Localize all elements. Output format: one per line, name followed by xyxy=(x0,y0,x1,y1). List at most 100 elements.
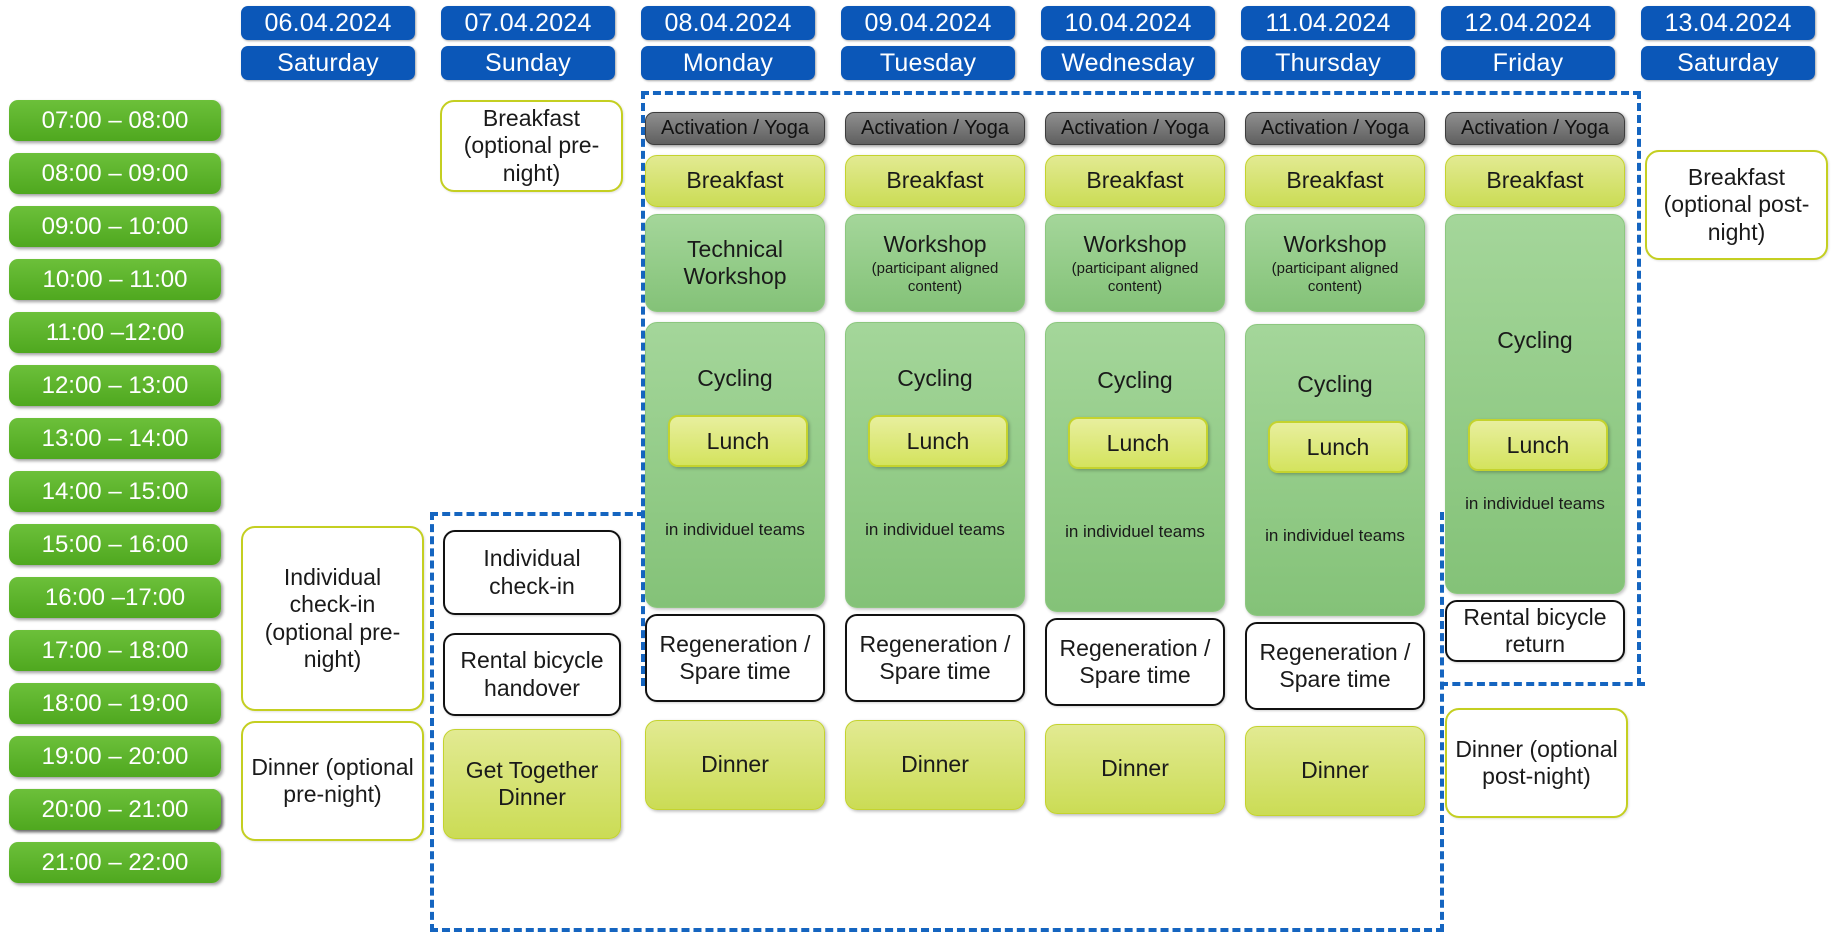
card-label: Activation / Yoga xyxy=(661,116,809,139)
card-label: Dinner (optional pre-night) xyxy=(251,753,414,807)
day-header-date-0[interactable]: 06.04.2024 xyxy=(241,6,415,40)
time-slot-0: 07:00 – 08:00 xyxy=(9,100,221,141)
time-slot-12: 19:00 – 20:00 xyxy=(9,736,221,777)
tuesday-cycling[interactable]: Cycling Lunch in individuel teams xyxy=(845,322,1025,608)
thursday-activation-yoga[interactable]: Activation / Yoga xyxy=(1245,112,1425,145)
day-header-weekday-1[interactable]: Sunday xyxy=(441,46,615,80)
time-slot-8: 15:00 – 16:00 xyxy=(9,524,221,565)
card-label: Activation / Yoga xyxy=(861,116,1009,139)
card-sublabel: (participant aligned content) xyxy=(1071,259,1199,295)
card-label: Activation / Yoga xyxy=(1461,116,1609,139)
wednesday-activation-yoga[interactable]: Activation / Yoga xyxy=(1045,112,1225,145)
cycling-label: Cycling xyxy=(697,365,773,391)
time-slot-1: 08:00 – 09:00 xyxy=(9,153,221,194)
card-label: Breakfast xyxy=(1486,167,1584,194)
time-slot-2: 09:00 – 10:00 xyxy=(9,206,221,247)
day-header-weekday-0[interactable]: Saturday xyxy=(241,46,415,80)
sunday-breakfast-optional[interactable]: Breakfast (optional pre-night) xyxy=(440,100,623,192)
tuesday-breakfast[interactable]: Breakfast xyxy=(845,155,1025,207)
card-label: Lunch xyxy=(1106,429,1170,456)
monday-activation-yoga[interactable]: Activation / Yoga xyxy=(645,112,825,145)
sunday-rental-bicycle-handover[interactable]: Rental bicycle handover xyxy=(443,633,621,716)
card-label: Breakfast xyxy=(1286,167,1384,194)
card-label: Lunch xyxy=(1506,431,1570,458)
card-label: Regeneration / Spare time xyxy=(1059,634,1211,688)
friday-lunch[interactable]: Lunch xyxy=(1468,419,1608,471)
friday-rental-bicycle-return[interactable]: Rental bicycle return xyxy=(1445,600,1625,662)
card-label: Individual check-in xyxy=(483,545,581,599)
thursday-dinner[interactable]: Dinner xyxy=(1245,726,1425,816)
day-header-weekday-7[interactable]: Saturday xyxy=(1641,46,1815,80)
thursday-lunch[interactable]: Lunch xyxy=(1268,421,1408,473)
card-label: Regeneration / Spare time xyxy=(859,630,1011,684)
cycling-label: Cycling xyxy=(1297,371,1373,397)
saturday-post-dinner-optional[interactable]: Dinner (optional post-night) xyxy=(1445,708,1628,818)
card-label: Dinner xyxy=(901,751,969,778)
tuesday-lunch[interactable]: Lunch xyxy=(868,415,1008,467)
monday-cycling[interactable]: Cycling Lunch in individuel teams xyxy=(645,322,825,608)
card-label: Breakfast (optional pre-night) xyxy=(463,105,600,186)
card-label: Breakfast xyxy=(886,167,984,194)
card-label: Workshop xyxy=(883,230,987,257)
day-header-weekday-6[interactable]: Friday xyxy=(1441,46,1615,80)
card-label: Breakfast xyxy=(686,167,784,194)
tuesday-regeneration[interactable]: Regeneration / Spare time xyxy=(845,614,1025,702)
day-header-date-1[interactable]: 07.04.2024 xyxy=(441,6,615,40)
cycling-note: in individuel teams xyxy=(1265,526,1405,545)
saturday-dinner-optional[interactable]: Dinner (optional pre-night) xyxy=(241,721,424,841)
saturday-individual-checkin-optional[interactable]: Individual check-in (optional pre-night) xyxy=(241,526,424,711)
card-label: Dinner xyxy=(1101,755,1169,782)
monday-lunch[interactable]: Lunch xyxy=(668,415,808,467)
wednesday-cycling[interactable]: Cycling Lunch in individuel teams xyxy=(1045,322,1225,612)
card-label: Dinner (optional post-night) xyxy=(1455,735,1618,789)
cycling-label: Cycling xyxy=(1497,327,1573,353)
day-header-date-7[interactable]: 13.04.2024 xyxy=(1641,6,1815,40)
time-slot-3: 10:00 – 11:00 xyxy=(9,259,221,300)
cycling-note: in individuel teams xyxy=(865,520,1005,539)
card-label: Dinner xyxy=(701,751,769,778)
monday-technical-workshop[interactable]: Technical Workshop xyxy=(645,214,825,312)
sunday-get-together-dinner[interactable]: Get Together Dinner xyxy=(443,729,621,839)
day-header-weekday-5[interactable]: Thursday xyxy=(1241,46,1415,80)
day-header-date-6[interactable]: 12.04.2024 xyxy=(1441,6,1615,40)
day-header-date-2[interactable]: 08.04.2024 xyxy=(641,6,815,40)
thursday-breakfast[interactable]: Breakfast xyxy=(1245,155,1425,207)
friday-breakfast[interactable]: Breakfast xyxy=(1445,155,1625,207)
card-label: Breakfast (optional post-night) xyxy=(1663,164,1810,245)
wednesday-regeneration[interactable]: Regeneration / Spare time xyxy=(1045,618,1225,706)
time-slot-13b: 20:00 – 21:00 xyxy=(9,789,221,830)
day-header-date-3[interactable]: 09.04.2024 xyxy=(841,6,1015,40)
friday-activation-yoga[interactable]: Activation / Yoga xyxy=(1445,112,1625,145)
thursday-workshop[interactable]: Workshop (participant aligned content) xyxy=(1245,214,1425,312)
day-header-weekday-3[interactable]: Tuesday xyxy=(841,46,1015,80)
saturday-post-breakfast-optional[interactable]: Breakfast (optional post-night) xyxy=(1645,150,1828,260)
monday-breakfast[interactable]: Breakfast xyxy=(645,155,825,207)
wednesday-workshop[interactable]: Workshop (participant aligned content) xyxy=(1045,214,1225,312)
card-label: Individual check-in (optional pre-night) xyxy=(264,564,401,672)
dashed-connector-top xyxy=(430,512,645,516)
thursday-regeneration[interactable]: Regeneration / Spare time xyxy=(1245,622,1425,710)
card-label: Rental bicycle handover xyxy=(460,647,604,701)
tuesday-workshop[interactable]: Workshop (participant aligned content) xyxy=(845,214,1025,312)
tuesday-dinner[interactable]: Dinner xyxy=(845,720,1025,810)
card-label: Breakfast xyxy=(1086,167,1184,194)
card-label: Lunch xyxy=(706,427,770,454)
wednesday-dinner[interactable]: Dinner xyxy=(1045,724,1225,814)
card-sublabel: (participant aligned content) xyxy=(871,259,999,295)
day-header-weekday-4[interactable]: Wednesday xyxy=(1041,46,1215,80)
thursday-cycling[interactable]: Cycling Lunch in individuel teams xyxy=(1245,324,1425,616)
monday-regeneration[interactable]: Regeneration / Spare time xyxy=(645,614,825,702)
card-sublabel: (participant aligned content) xyxy=(1271,259,1399,295)
day-header-weekday-2[interactable]: Monday xyxy=(641,46,815,80)
sunday-individual-checkin[interactable]: Individual check-in xyxy=(443,530,621,615)
tuesday-activation-yoga[interactable]: Activation / Yoga xyxy=(845,112,1025,145)
card-label: Lunch xyxy=(1306,433,1370,460)
cycling-note: in individuel teams xyxy=(1065,522,1205,541)
wednesday-lunch[interactable]: Lunch xyxy=(1068,417,1208,469)
wednesday-breakfast[interactable]: Breakfast xyxy=(1045,155,1225,207)
friday-cycling[interactable]: Cycling Lunch in individuel teams xyxy=(1445,214,1625,594)
monday-dinner[interactable]: Dinner xyxy=(645,720,825,810)
day-header-date-4[interactable]: 10.04.2024 xyxy=(1041,6,1215,40)
day-header-date-5[interactable]: 11.04.2024 xyxy=(1241,6,1415,40)
